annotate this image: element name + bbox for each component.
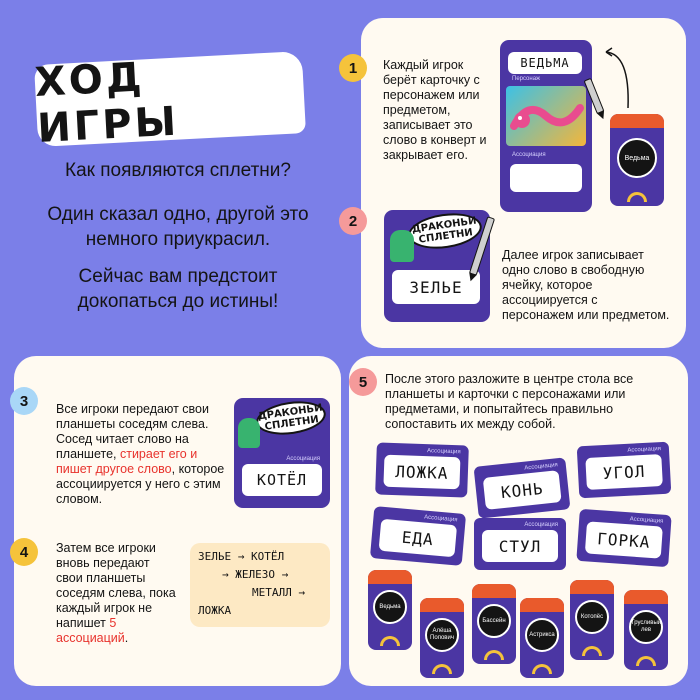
association-chain: ЗЕЛЬЕ → КОТЁЛ → ЖЕЛЕЗО → МЕТАЛЛ → ЛОЖКА [190,543,330,627]
step-2-text: Далее игрок записывает одно слово в своб… [502,248,670,322]
character-card: Бассейн [472,584,516,664]
association-word: СТУЛ [482,530,558,562]
title-banner: ХОД ИГРЫ [34,51,306,152]
page-title: ХОД ИГРЫ [33,54,181,152]
step-5-badge: 5 [349,368,377,396]
dragon-image [506,86,586,146]
step-3-highlight: стирает его и пишет другое слово [56,447,198,476]
character-card: Котопёс [570,580,614,660]
character-name: Котопёс [575,600,609,634]
association-tablet: Ассоциация СТУЛ [474,518,566,570]
association-word-step-3: КОТЁЛ [242,464,322,496]
step-5-text: После этого разложите в центре стола все… [385,372,634,431]
step-1-text: Каждый игрок берёт карточку с персонажем… [383,58,487,162]
association-tablet: Ассоциация КОНЬ [473,457,571,519]
association-word-step-2: ЗЕЛЬЕ [392,270,480,304]
association-label: Ассоциация [512,152,546,158]
association-word: ГОРКА [584,521,663,559]
character-card-name: Ведьма [617,138,657,178]
character-name: Бассейн [477,604,511,638]
intro-question: Как появляются сплетни? [65,160,291,181]
game-logo: ДРАКОНЬИ СПЛЕТНИ [254,398,328,439]
character-name: Алёша Попович [425,618,459,652]
gossip-tablet-step-3: ДРАКОНЬИ СПЛЕТНИ Ассоциация КОТЁЛ [234,398,330,508]
game-logo: ДРАКОНЬИ СПЛЕТНИ [405,210,485,253]
association-tablet: Ассоциация ЕДА [369,506,467,566]
chain-line: → ЖЕЛЕЗО → [222,568,289,581]
step-3-text: Все игроки передают свои планшеты соседя… [56,402,225,506]
association-word: ЕДА [378,518,458,558]
association-word: КОНЬ [482,470,562,510]
character-word: ВЕДЬМА [508,52,582,74]
arrow-icon [605,47,629,109]
dragon-icon [238,418,260,448]
step-4-badge: 4 [10,538,38,566]
step-4-highlight: 5 ассоциаций [56,616,125,645]
association-tablet: Ассоциация ЛОЖКА [375,442,469,498]
character-label: Персонаж [512,76,541,82]
character-name: Астрикса [525,618,559,652]
gossip-tablet-step-2: ДРАКОНЬИ СПЛЕТНИ ЗЕЛЬЕ [384,210,490,322]
association-tablet: Ассоциация УГОЛ [576,441,672,499]
step-3-badge: 3 [10,387,38,415]
step-1-badge: 1 [339,54,367,82]
character-name: Ведьма [373,590,407,624]
association-tablet: Ассоциация ГОРКА [576,508,672,568]
chain-line: ЗЕЛЬЕ → КОТЁЛ [198,550,285,563]
character-tablet: ВЕДЬМА Персонаж Ассоциация [500,40,592,212]
character-name: Трусливый лев [629,610,663,644]
step-4-text: Затем все игроки вновь передают свои пла… [56,541,176,645]
chain-line: МЕТАЛЛ → [252,586,305,599]
intro-paragraph-2: Сейчас вам предстоит докопаться до истин… [77,266,279,312]
intro-paragraph-1: Один сказал одно, другой это немного при… [47,204,309,250]
association-word: ЛОЖКА [383,454,461,490]
character-card: Трусливый лев [624,590,668,670]
dragon-icon [390,230,414,262]
character-card-small: Ведьма [610,114,664,206]
chain-line: ЛОЖКА [198,604,232,617]
character-card: Астрикса [520,598,564,678]
character-card: Ведьма [368,570,412,650]
association-word: УГОЛ [585,454,663,490]
empty-association-slot [510,164,582,192]
character-card: Алёша Попович [420,598,464,678]
step-2-badge: 2 [339,207,367,235]
